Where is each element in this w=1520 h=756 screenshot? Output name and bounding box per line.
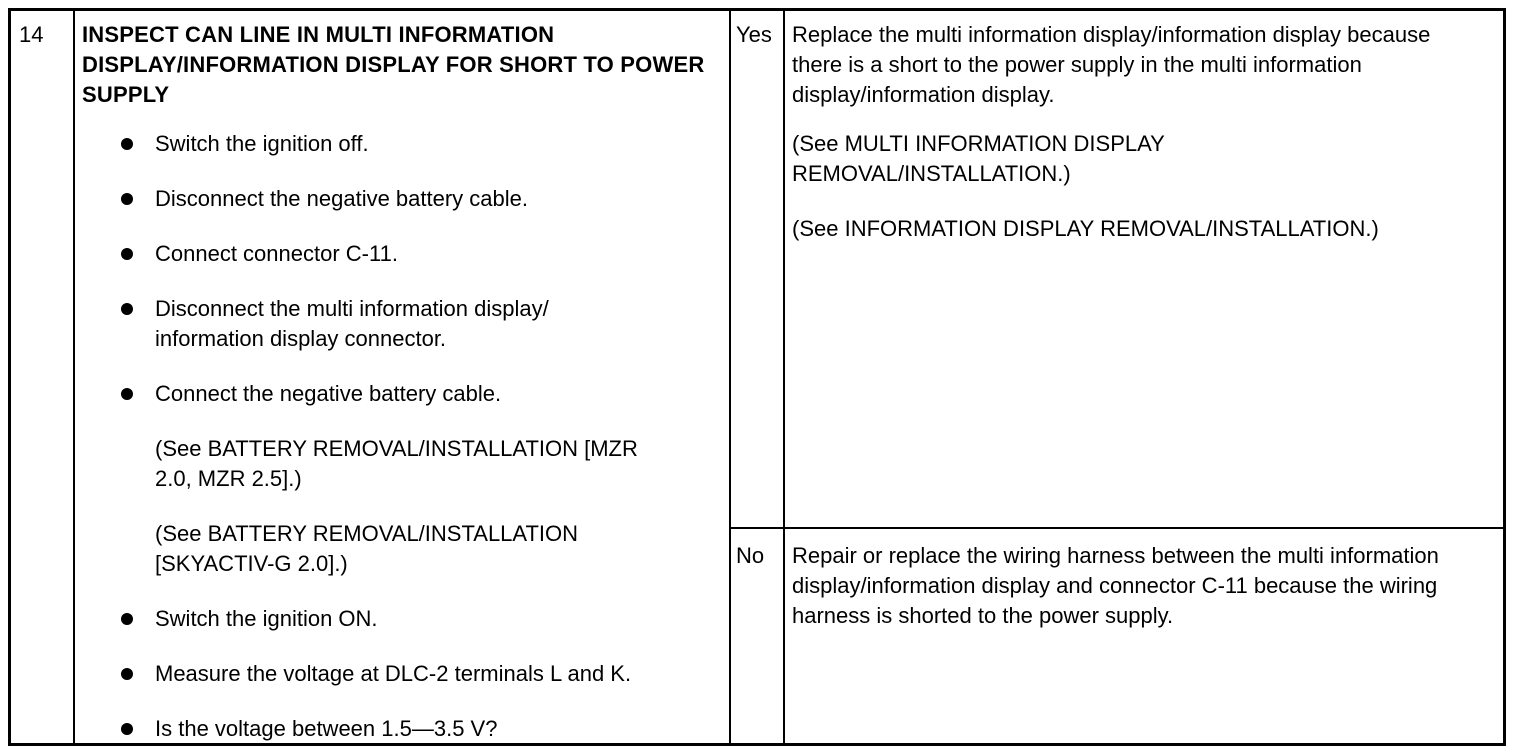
list-item: Disconnect the negative battery cable. bbox=[117, 184, 717, 214]
step-title: INSPECT CAN LINE IN MULTI INFORMATION DI… bbox=[82, 22, 705, 107]
list-item: Switch the ignition ON. bbox=[117, 604, 717, 634]
reference-info-display[interactable]: (See INFORMATION DISPLAY REMOVAL/INSTALL… bbox=[792, 216, 1379, 241]
yes-action: Replace the multi information display/in… bbox=[792, 22, 1431, 107]
reference-multi-info-display[interactable]: (See MULTI INFORMATION DISPLAY REMOVAL/I… bbox=[792, 131, 1165, 186]
bullet-text: Switch the ignition off. bbox=[155, 131, 369, 156]
list-item: Disconnect the multi information display… bbox=[117, 294, 637, 354]
bullet-text: Connect connector C-11. bbox=[155, 241, 398, 266]
step-procedure-cell: INSPECT CAN LINE IN MULTI INFORMATION DI… bbox=[73, 11, 729, 743]
no-label: No bbox=[736, 543, 765, 568]
bullet-text: Disconnect the negative battery cable. bbox=[155, 186, 529, 211]
bullet-text: Is the voltage between 1.5—3.5 V? bbox=[155, 716, 498, 741]
list-item: Measure the voltage at DLC-2 terminals L… bbox=[117, 659, 717, 689]
list-item: Connect connector C-11. bbox=[117, 239, 717, 269]
action-column: Replace the multi information display/in… bbox=[783, 11, 1503, 743]
bullet-icon bbox=[117, 659, 155, 689]
bullet-text: Disconnect the multi information display… bbox=[155, 296, 549, 351]
bullet-text: Measure the voltage at DLC-2 terminals L… bbox=[155, 661, 632, 686]
result-label-column: Yes No bbox=[729, 11, 783, 743]
bullet-icon bbox=[117, 379, 155, 409]
step-number-cell: 14 bbox=[11, 11, 73, 743]
list-item: Switch the ignition off. bbox=[117, 129, 717, 159]
no-action: Repair or replace the wiring harness bet… bbox=[792, 543, 1439, 628]
yes-label: Yes bbox=[736, 22, 772, 47]
yes-no-divider bbox=[729, 527, 1503, 529]
bullet-icon bbox=[117, 184, 155, 214]
bullet-icon bbox=[117, 604, 155, 634]
bullet-icon bbox=[117, 714, 155, 744]
step-number: 14 bbox=[19, 22, 44, 47]
reference-battery-mzr[interactable]: (See BATTERY REMOVAL/INSTALLATION [MZR 2… bbox=[155, 436, 638, 491]
bullet-icon bbox=[117, 129, 155, 159]
list-item: Connect the negative battery cable. bbox=[117, 379, 717, 409]
list-item: Is the voltage between 1.5—3.5 V? bbox=[117, 714, 717, 744]
bullet-icon bbox=[117, 294, 155, 354]
reference-battery-skyactiv[interactable]: (See BATTERY REMOVAL/INSTALLATION [SKYAC… bbox=[155, 521, 579, 576]
bullet-text: Switch the ignition ON. bbox=[155, 606, 378, 631]
bullet-icon bbox=[117, 239, 155, 269]
bullet-text: Connect the negative battery cable. bbox=[155, 381, 502, 406]
diagnostic-step-table: 14 INSPECT CAN LINE IN MULTI INFORMATION… bbox=[8, 8, 1506, 746]
